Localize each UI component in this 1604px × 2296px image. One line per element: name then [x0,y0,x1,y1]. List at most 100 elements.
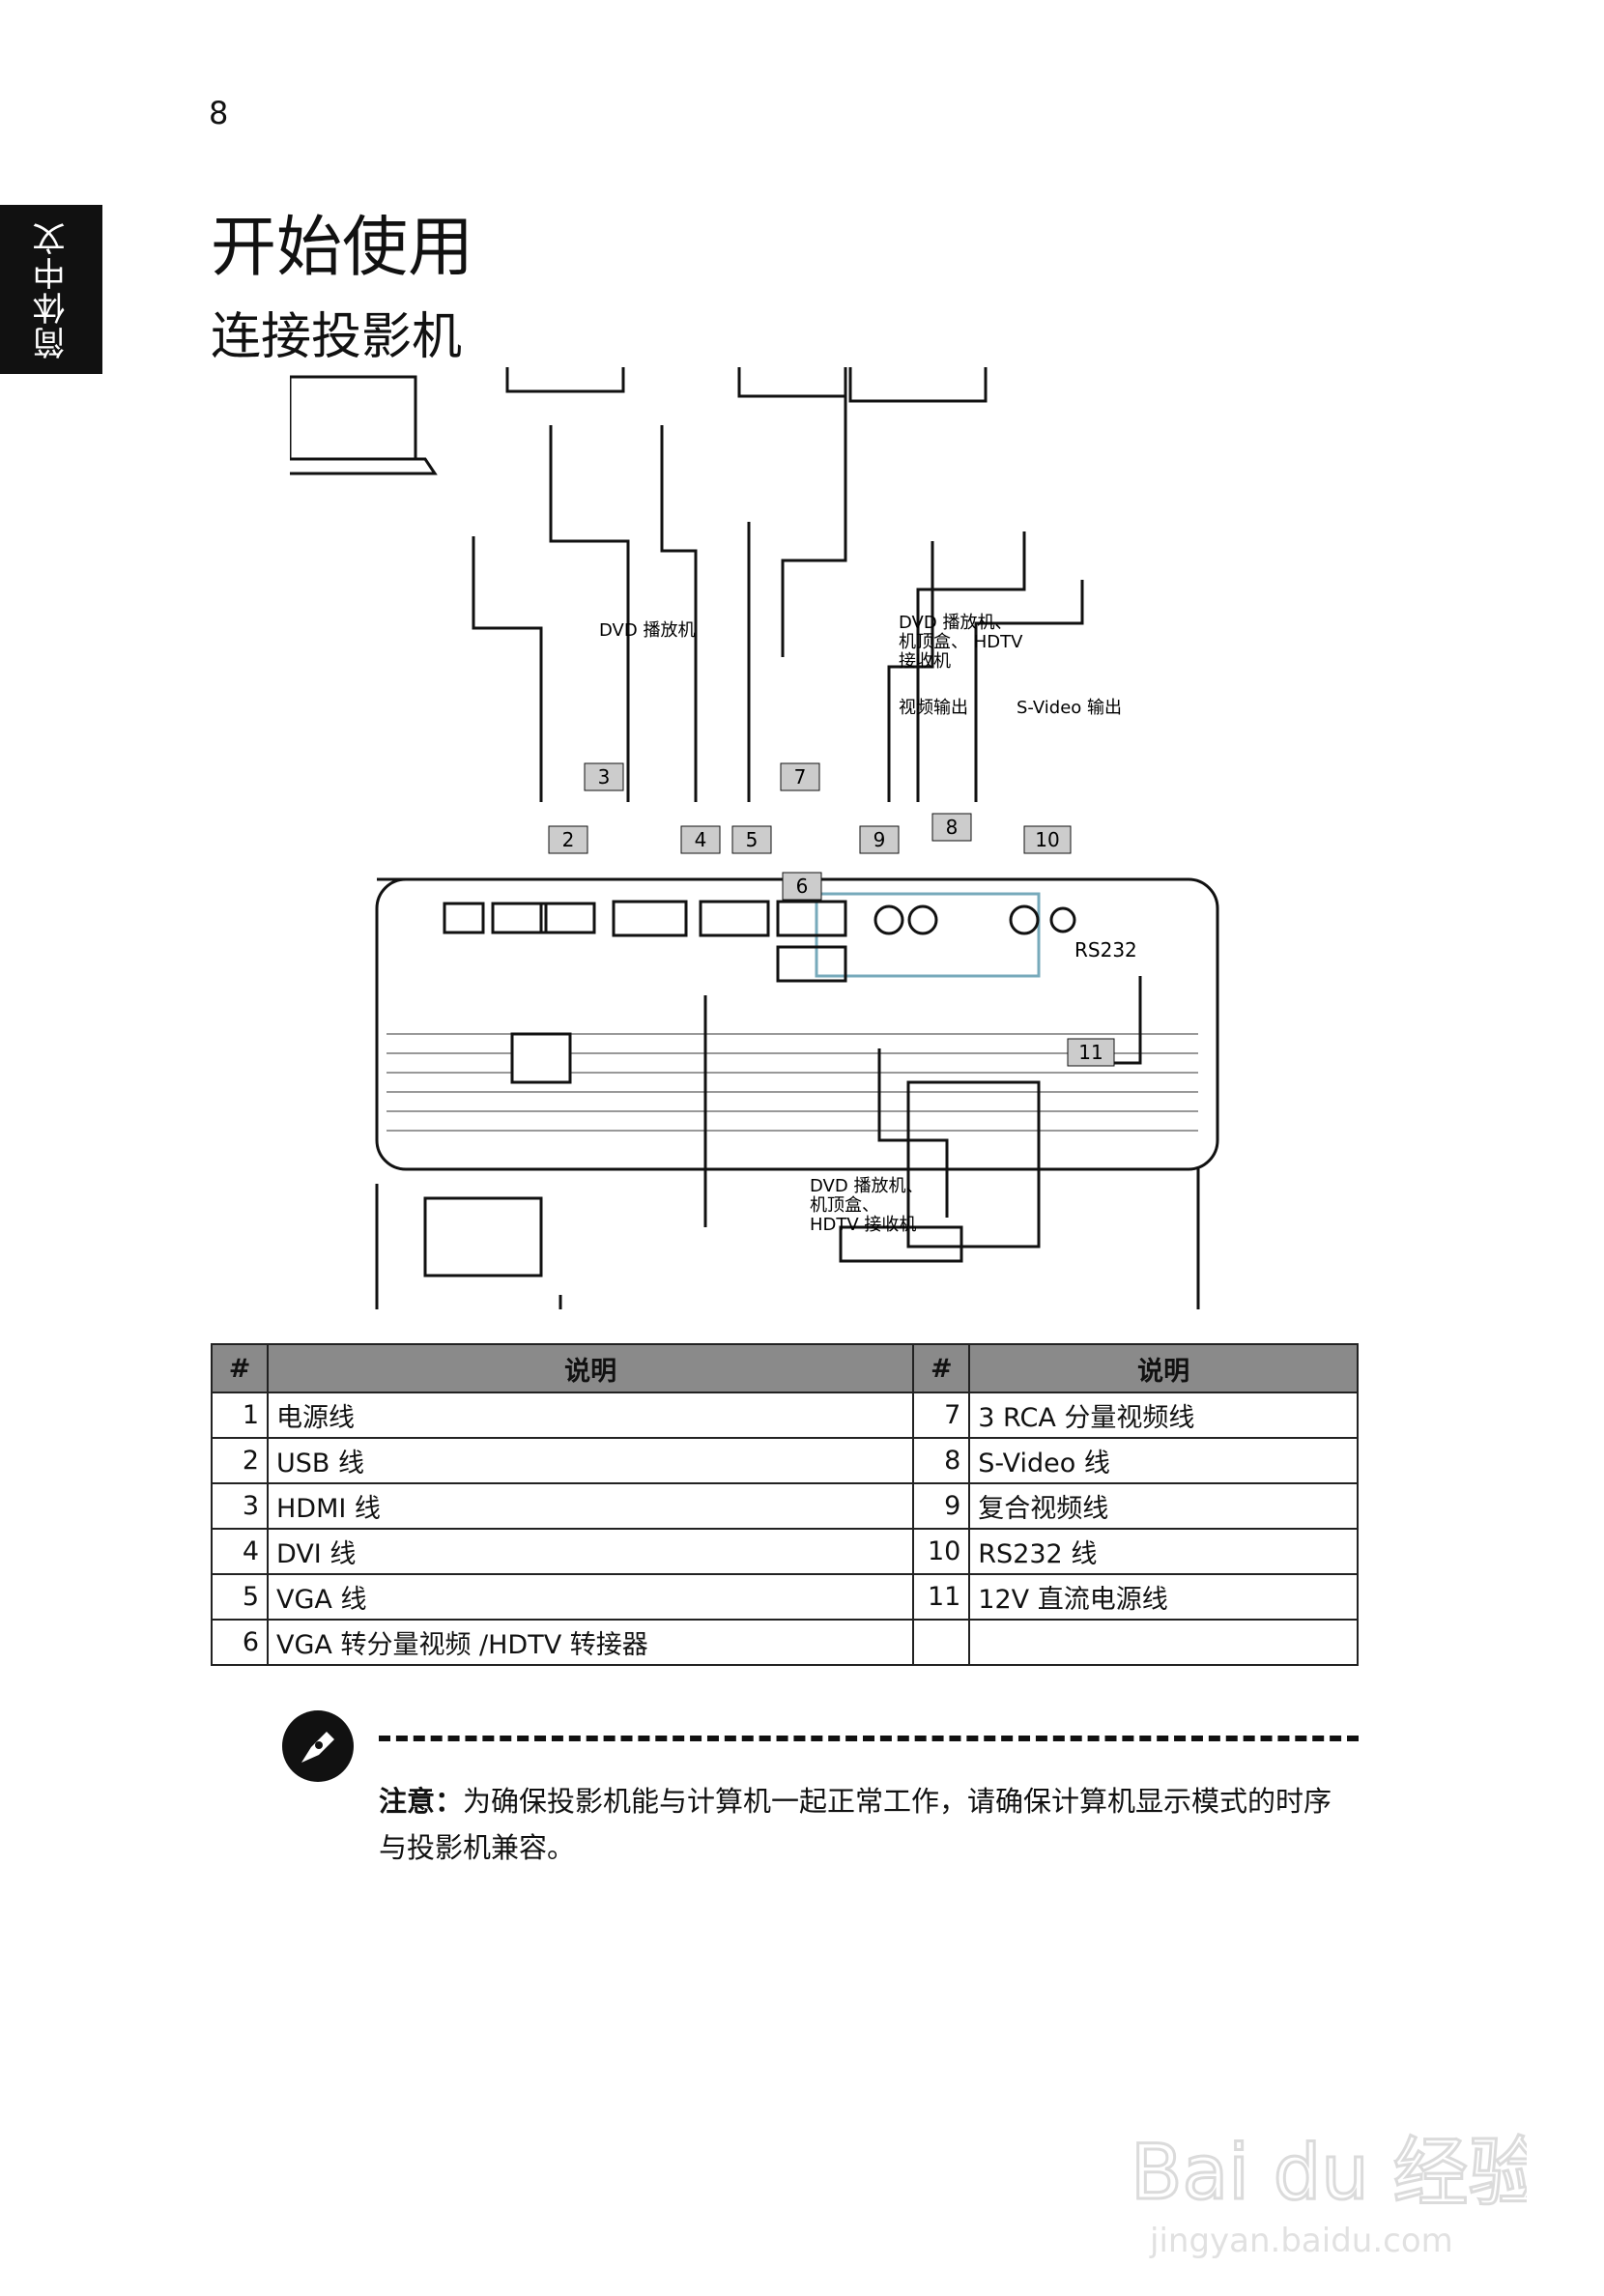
svg-text:7: 7 [794,765,807,789]
power-cable [375,1184,562,1309]
laptop-top-screen [290,375,417,461]
svg-text:3: 3 [598,765,611,789]
section-title: 连接投影机 [211,308,463,366]
cell-num: 7 [912,1392,971,1439]
connection-diagram: 1 2 3 4 5 6 7 8 9 10 11 DVD 播放机 DVD 播放机、… [290,367,1219,1309]
table-row: 6 VGA 转分量视频 /HDTV 转接器 [211,1619,1359,1666]
badge-7-top: 7 [780,762,820,791]
badge-10: 10 [1023,825,1072,854]
header-desc-2: 说明 [968,1343,1359,1393]
svideo-player [848,367,988,403]
page-number: 8 [209,95,229,131]
cell-desc [968,1619,1359,1666]
badge-3: 3 [584,762,624,791]
projector-rear-panel [375,877,1219,1171]
cable-legend-table: # 说明 # 说明 1 电源线 7 3 RCA 分量视频线 2 USB 线 8 … [211,1343,1359,1666]
note-pen-icon [282,1710,354,1782]
label-video-out: 视频输出 [899,698,968,718]
cell-desc: DVI 线 [266,1528,915,1575]
rs232-port [1009,904,1040,935]
hdmi-cable [549,425,630,802]
header-desc-1: 说明 [266,1343,915,1393]
badge-6: 6 [782,872,822,901]
note-divider [379,1736,1359,1741]
baidu-watermark: Bai du 经验 jingyan.baidu.com [1130,2129,1528,2261]
svg-text:2: 2 [562,828,575,851]
rs232-cable [974,580,1084,802]
badge-2: 2 [548,825,588,854]
page-title: 开始使用 [211,210,474,286]
cell-desc: S-Video 线 [968,1437,1359,1484]
cell-num: 10 [912,1528,971,1575]
hdmi1-port [491,902,548,934]
badge-9: 9 [859,825,900,854]
dvi-port [612,900,688,937]
svg-text:10: 10 [1035,828,1059,851]
cell-num: 6 [211,1619,269,1666]
label-dvd-stb-hdtv-bottom-3: HDTV 接收机 [810,1215,916,1235]
header-num-1: # [211,1343,269,1393]
vcr-device [737,367,847,398]
svg-text:5: 5 [746,828,759,851]
svg-text:8: 8 [946,816,959,839]
monitor [505,367,625,393]
ac-power-socket [510,1032,572,1084]
svg-text:9: 9 [874,828,886,851]
note-text: 注意：为确保投影机能与计算机一起正常工作，请确保计算机显示模式的时序与投影机兼容… [379,1778,1355,1871]
header-num-2: # [912,1343,971,1393]
cell-num: 3 [211,1482,269,1530]
badge-4: 4 [680,825,721,854]
side-tab-label: 简体中文 [32,219,72,359]
video-port [874,904,904,935]
badge-11: 11 [1067,1038,1115,1067]
cell-desc: 12V 直流电源线 [968,1573,1359,1621]
cell-num [912,1619,971,1666]
svg-text:11: 11 [1078,1041,1103,1064]
svideo-port [907,904,938,935]
cell-desc: RS232 线 [968,1528,1359,1575]
label-svideo-out: S-Video 输出 [1017,698,1122,718]
cell-num: 11 [912,1573,971,1621]
svg-text:6: 6 [796,875,809,898]
badge-5-top: 5 [731,825,772,854]
table-row: 1 电源线 7 3 RCA 分量视频线 [211,1392,1359,1439]
cell-num: 4 [211,1528,269,1575]
hdmi2-port [539,902,596,934]
laptop-bottom [423,1196,543,1277]
cell-num: 8 [912,1437,971,1484]
component-cable-bottom [877,1048,949,1218]
note-body: 为确保投影机能与计算机一起正常工作，请确保计算机显示模式的时序与投影机兼容。 [379,1785,1332,1864]
vga-in2-port [776,945,847,983]
note-label: 注意： [379,1785,464,1818]
table-row: 2 USB 线 8 S-Video 线 [211,1437,1359,1484]
language-side-tab: 简体中文 [0,205,102,374]
label-rs232: RS232 [1074,938,1137,961]
label-dvd-stb-hdtv-top-2: 机顶盒、 HDTV [899,632,1023,652]
cell-desc: 复合视频线 [968,1482,1359,1530]
label-dvd-stb-hdtv-bottom-2: 机顶盒、 [810,1195,879,1216]
label-dvd-stb-hdtv-top-1: DVD 播放机、 [899,613,1012,633]
cell-desc: HDMI 线 [266,1482,915,1530]
watermark-url: jingyan.baidu.com [1149,2222,1453,2260]
laptop-top-base [290,457,438,475]
usb-cable [472,536,543,802]
label-dvd-top: DVD 播放机 [599,620,695,641]
cell-num: 9 [912,1482,971,1530]
vga-out-port [699,900,770,937]
dvi-cable [660,425,698,802]
badge-8: 8 [931,813,972,842]
cell-desc: VGA 线 [266,1573,915,1621]
label-dvd-stb-hdtv-top-3: 接收机 [899,651,951,672]
cell-desc: VGA 转分量视频 /HDTV 转接器 [266,1619,915,1666]
table-row: 3 HDMI 线 9 复合视频线 [211,1482,1359,1530]
dc-out-port [1049,906,1076,933]
usb-port [443,902,485,934]
watermark-brand: Bai du 经验 [1131,2130,1527,2217]
projection-screen [906,1080,1041,1248]
component-cable-top [781,396,847,657]
cell-desc: 3 RCA 分量视频线 [968,1392,1359,1439]
cell-num: 5 [211,1573,269,1621]
svg-text:4: 4 [695,828,707,851]
composite-cable [887,541,934,802]
cell-num: 2 [211,1437,269,1484]
